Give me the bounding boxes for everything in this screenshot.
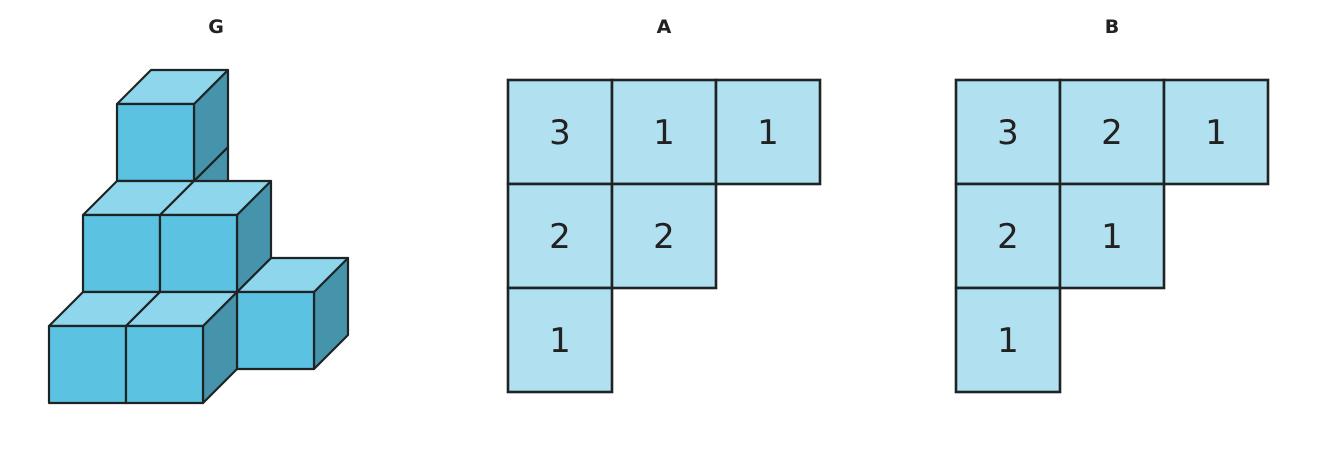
grid-cell-number: 1 <box>549 321 571 361</box>
cube-front-face <box>124 324 205 405</box>
cube-front-face <box>47 324 128 405</box>
grid-cell <box>506 78 614 186</box>
grid-cell-number: 1 <box>757 113 779 153</box>
grid-cell-number: 2 <box>997 217 1019 257</box>
option-a-grid: 3 1 1 2 2 1 <box>506 78 822 394</box>
cube-front-face <box>115 102 196 183</box>
grid-cell <box>1162 78 1270 186</box>
cube <box>115 68 230 183</box>
grid-cell <box>506 286 614 394</box>
option-a-label: A <box>657 16 672 38</box>
cube <box>235 256 350 371</box>
grid-cell-number: 3 <box>549 113 571 153</box>
option-b-grid: 3 2 1 2 1 1 <box>954 78 1270 394</box>
grid-cell <box>1058 182 1166 290</box>
grid-cell <box>714 78 822 186</box>
grid-cell <box>954 286 1062 394</box>
grid-cell-number: 1 <box>997 321 1019 361</box>
cube-front-face <box>81 213 162 294</box>
grid-cell <box>610 182 718 290</box>
grid-cell-number: 2 <box>1101 113 1123 153</box>
cube-front-face <box>235 290 316 371</box>
figure-label: G <box>208 16 224 38</box>
option-b-label: B <box>1105 16 1119 38</box>
grid-cell-number: 1 <box>1101 217 1123 257</box>
cube-figure <box>47 68 350 405</box>
grid-cell-number: 1 <box>653 113 675 153</box>
grid-cell-number: 3 <box>997 113 1019 153</box>
grid-cell-number: 2 <box>549 217 571 257</box>
grid-cell-number: 2 <box>653 217 675 257</box>
cube-front-face <box>158 213 239 294</box>
grid-cell <box>610 78 718 186</box>
cube <box>158 179 273 294</box>
grid-cell-number: 1 <box>1205 113 1227 153</box>
grid-cell <box>506 182 614 290</box>
grid-cell <box>1058 78 1166 186</box>
cube <box>124 290 239 405</box>
